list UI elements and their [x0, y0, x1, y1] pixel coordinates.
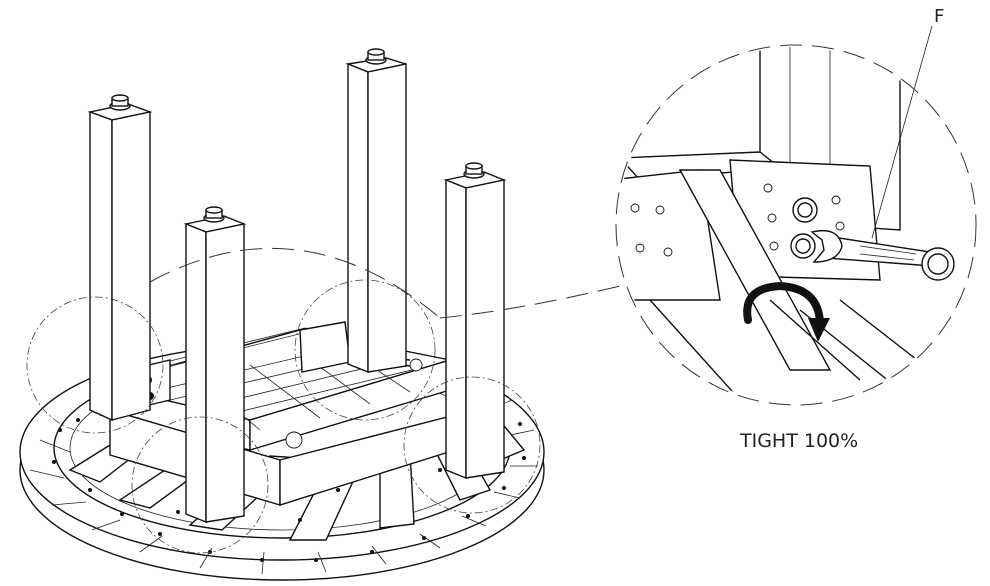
- leg-back-right: [345, 48, 407, 374]
- wrench-icon: [810, 229, 955, 281]
- zoom-leader: [149, 247, 441, 319]
- zoom-callout: [149, 25, 977, 406]
- leg-back-left: [87, 94, 153, 422]
- zoom-circle-outline: [615, 44, 977, 406]
- frame-center-hole: [285, 431, 303, 449]
- tight-caption: TIGHT 100%: [739, 430, 858, 452]
- zoom-content: [618, 47, 955, 401]
- leg-front-left: [183, 206, 247, 524]
- clockwise-arrow-icon: [743, 281, 830, 342]
- label-f: F: [934, 6, 944, 27]
- legs: [87, 48, 507, 524]
- zoom-leader-2: [439, 285, 621, 319]
- label-f-leader: [871, 25, 933, 239]
- zoom-plate-holes: [630, 183, 845, 257]
- zoom-bolts: [790, 197, 818, 259]
- leg-front-right: [443, 162, 507, 480]
- detail-circles: [26, 279, 541, 554]
